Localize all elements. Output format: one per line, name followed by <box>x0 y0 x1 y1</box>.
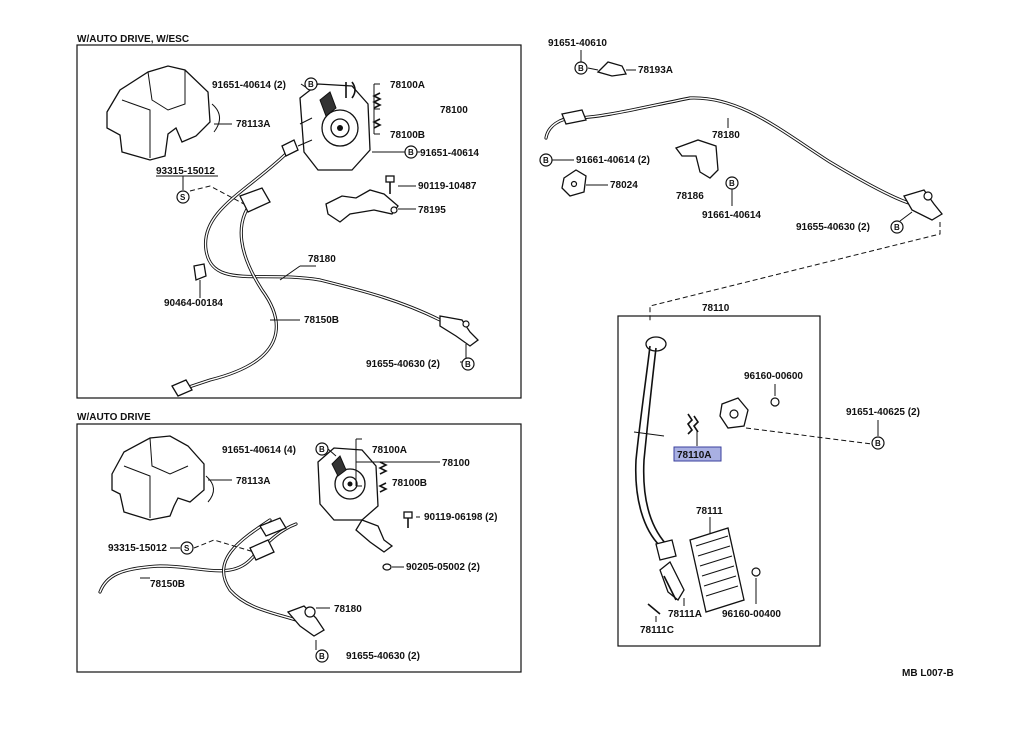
bolt-letter-r-5: B <box>875 439 881 448</box>
label-bl-78100a: 78100A <box>372 445 407 456</box>
cable-78180-78150b-drawing <box>171 139 479 397</box>
label-tl-78100b: 78100B <box>390 130 425 141</box>
nut-96160-00400-drawing <box>751 567 761 577</box>
bolt-symbol-r-5 <box>871 436 885 450</box>
bolt-letter-bl-2: B <box>319 652 325 661</box>
label-tl-78100a: 78100A <box>390 80 425 91</box>
pin-78111c-drawing <box>647 603 661 615</box>
label-tl-78100: 78100 <box>440 105 468 116</box>
connection-dashed-line <box>649 222 941 322</box>
label-bl-91651-40614-4: 91651-40614 (4) <box>222 445 296 456</box>
bolt-letter-tl-1: B <box>308 80 314 89</box>
panel-bottom-left-title: W/AUTO DRIVE <box>77 412 151 423</box>
leader-r-bolt-4 <box>899 211 913 222</box>
label-r-96160-00600: 96160-00600 <box>744 371 803 382</box>
screw-symbol-bl <box>180 541 194 555</box>
label-r-91661-40614-2: 91661-40614 (2) <box>576 155 650 166</box>
actuator-78100-drawing <box>297 81 382 171</box>
screw-symbol-tl <box>176 190 190 204</box>
nut-96160-00600-drawing <box>770 397 780 407</box>
pedal-78111-drawing <box>689 527 745 613</box>
pedal-box-frame <box>617 315 821 647</box>
bracket-78193a-drawing <box>587 61 627 77</box>
bolt-letter-r-4: B <box>894 223 900 232</box>
label-tl-91651-40614-2: 91651-40614 (2) <box>212 80 286 91</box>
label-bl-78100: 78100 <box>442 458 470 469</box>
label-r-78186: 78186 <box>676 191 704 202</box>
screw-letter-tl: S <box>180 193 186 202</box>
label-r-78110a[interactable]: 78110A <box>677 450 711 461</box>
washer-90205-05002-drawing <box>382 563 392 571</box>
label-tl-90464-00184: 90464-00184 <box>164 298 223 309</box>
bracket-78186-drawing <box>674 139 719 179</box>
bolt-symbol-bl-1 <box>315 442 329 456</box>
cable-bottom-drawing <box>98 517 325 637</box>
panel-top-left-frame <box>76 44 522 399</box>
bolt-symbol-r-4 <box>890 220 904 234</box>
label-bl-90205-05002-2: 90205-05002 (2) <box>406 562 480 573</box>
label-r-91655-40630-2: 91655-40630 (2) <box>796 222 870 233</box>
label-r-78024: 78024 <box>610 180 638 191</box>
clip-78024-drawing <box>561 169 587 197</box>
label-bl-91655-40630-2: 91655-40630 (2) <box>346 651 420 662</box>
bolt-symbol-tl-1 <box>304 77 318 91</box>
bolt-letter-tl-3: B <box>465 360 471 369</box>
label-tl-78113a: 78113A <box>236 119 270 130</box>
label-tl-78195: 78195 <box>418 205 446 216</box>
label-r-78110: 78110 <box>702 303 730 314</box>
bolt-symbol-tl-2 <box>404 145 418 159</box>
clip-90464-00184-drawing <box>193 263 207 296</box>
bolt-letter-r-1: B <box>578 64 584 73</box>
bolt-symbol-tl-3 <box>461 357 475 371</box>
cover-78113a-drawing <box>106 65 220 161</box>
label-r-78111a: 78111A <box>668 609 702 620</box>
label-r-78111: 78111 <box>696 506 723 517</box>
bolt-letter-bl-1: B <box>319 445 325 454</box>
actuator-78100-bottom-drawing <box>317 447 394 553</box>
label-r-91661-40614: 91661-40614 <box>702 210 761 221</box>
dashed-91651-40625 <box>745 427 873 445</box>
label-r-78111c: 78111C <box>640 625 674 636</box>
highlight-78110a[interactable] <box>673 446 722 462</box>
label-r-96160-00400: 96160-00400 <box>722 609 781 620</box>
bolt-symbol-bl-2 <box>315 649 329 663</box>
label-bl-78150b: 78150B <box>150 579 185 590</box>
bolt-letter-r-2: B <box>543 156 549 165</box>
screw-letter-bl: S <box>184 544 190 553</box>
cable-78180-right-drawing <box>544 96 943 221</box>
bolt-letter-r-3: B <box>729 179 735 188</box>
bolt-90119-06198-drawing <box>403 511 413 528</box>
stopper-drawing <box>719 397 749 429</box>
label-tl-78180: 78180 <box>308 254 336 265</box>
bolt-letter-tl-2: B <box>408 148 414 157</box>
accelerator-arm-78110-drawing <box>633 336 677 561</box>
label-bl-78113a: 78113A <box>236 476 270 487</box>
label-bl-90119-06198-2: 90119-06198 (2) <box>424 512 497 523</box>
panel-bottom-left-frame <box>76 423 522 673</box>
label-tl-78150b: 78150B <box>304 315 339 326</box>
diagram-code: MB L007-B <box>902 668 954 679</box>
label-bl-93315-15012: 93315-15012 <box>108 543 167 554</box>
label-bl-78100b: 78100B <box>392 478 427 489</box>
label-r-91651-40625-2: 91651-40625 (2) <box>846 407 920 418</box>
label-tl-90119-10487: 90119-10487 <box>418 181 477 192</box>
label-bl-78180: 78180 <box>334 604 362 615</box>
label-r-78180: 78180 <box>712 130 740 141</box>
pedal-bracket-78111a-drawing <box>659 560 685 601</box>
leaders-bottom-left <box>140 438 440 650</box>
cover-78113a-bottom-drawing <box>111 435 214 521</box>
label-r-91651-40610: 91651-40610 <box>548 38 607 49</box>
bolt-symbol-r-1 <box>574 61 588 75</box>
label-tl-93315-15012: 93315-15012 <box>156 166 215 177</box>
spring-78110a-drawing <box>686 413 700 435</box>
bolt-90119-10487-drawing <box>385 175 395 194</box>
label-tl-91651-40614: 91651-40614 <box>420 148 479 159</box>
panel-top-left-title: W/AUTO DRIVE, W/ESC <box>77 34 189 45</box>
bracket-78195-drawing <box>325 189 399 223</box>
label-r-78193a: 78193A <box>638 65 673 76</box>
label-tl-91655-40630-2: 91655-40630 (2) <box>366 359 440 370</box>
